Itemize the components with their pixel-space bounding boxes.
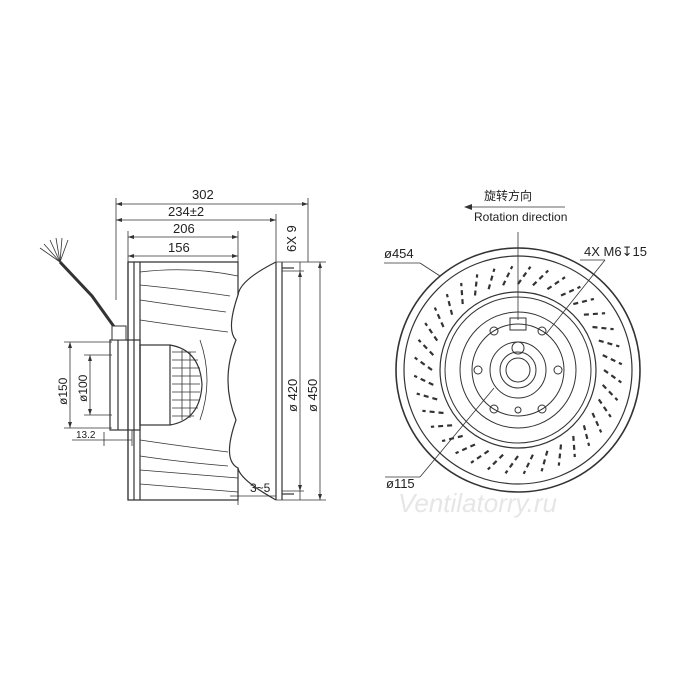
dim-13-2: 13.2 xyxy=(76,430,96,441)
blade-dash xyxy=(445,293,454,315)
blade-lines xyxy=(139,269,239,493)
blade-dash xyxy=(470,449,490,464)
dim-450: ø 450 xyxy=(305,379,320,412)
blade-dash xyxy=(572,435,576,458)
rotation-label-cn: 旋转方向 xyxy=(484,188,532,203)
blade-dash xyxy=(540,450,549,472)
blade-dash xyxy=(583,312,606,316)
blade-dash xyxy=(417,339,435,356)
blade-dash xyxy=(504,455,519,474)
blade-dash xyxy=(424,322,439,342)
blade-dash xyxy=(522,454,534,475)
gap-dimension xyxy=(230,470,276,505)
blade-dash xyxy=(598,339,620,348)
vertical-dimension-arrows xyxy=(298,262,322,500)
blade-dash xyxy=(413,374,434,386)
blade-dash xyxy=(430,424,453,428)
dim-115: ø115 xyxy=(386,476,415,491)
watermark: Ventilatorry.ru xyxy=(398,488,557,518)
dim-156: 156 xyxy=(168,240,190,255)
impeller-body xyxy=(127,261,239,501)
dim-420: ø 420 xyxy=(285,379,300,412)
mounting-holes xyxy=(473,317,563,414)
blade-dash xyxy=(455,443,476,455)
dim-4x-m6: 4X M6↧15 xyxy=(584,244,647,259)
top-dimension-lines xyxy=(115,198,309,300)
blade-dash xyxy=(487,268,496,290)
dim-100: ø100 xyxy=(76,374,90,402)
dim-3-5: 3~5 xyxy=(250,481,271,495)
left-dimension-lines xyxy=(64,341,133,446)
blade-dash xyxy=(546,276,566,291)
blade-dash xyxy=(602,354,623,366)
side-view: 302 234±2 206 156 6X 9 ø 420 ø 450 xyxy=(39,187,326,505)
blade-dash xyxy=(560,285,581,297)
vertical-dimension-lines xyxy=(276,261,326,501)
blade-dash xyxy=(582,425,591,447)
top-dimension-arrows xyxy=(116,202,308,258)
dim-454: ø454 xyxy=(384,246,414,261)
rotation-label-en: Rotation direction xyxy=(474,210,567,224)
dim-206: 206 xyxy=(173,221,195,236)
blade-dash xyxy=(592,325,614,331)
blade-dash xyxy=(517,266,532,285)
rotation-arrow xyxy=(464,204,565,210)
blade-dash xyxy=(502,265,514,286)
power-cable xyxy=(39,237,127,341)
blade-dash xyxy=(557,444,563,466)
blade-dash xyxy=(473,274,479,296)
blade-dash xyxy=(416,392,438,401)
blade-dash xyxy=(603,369,622,384)
dim-302: 302 xyxy=(192,187,214,202)
front-view: 旋转方向 Rotation direction xyxy=(384,188,647,493)
blade-dash xyxy=(414,356,433,371)
dim-6x9: 6X 9 xyxy=(284,225,299,252)
dim-150: ø150 xyxy=(56,377,70,405)
blade-dash xyxy=(597,398,612,418)
motor-fins xyxy=(172,350,200,420)
blade-dash xyxy=(422,409,444,415)
leader-lines xyxy=(384,232,606,478)
dim-234: 234±2 xyxy=(168,204,204,219)
inlet-ring xyxy=(237,261,294,501)
blade-dash xyxy=(532,269,549,287)
blade-dash xyxy=(573,297,595,306)
motor-hub xyxy=(109,339,203,431)
left-dimension-arrows xyxy=(68,342,92,428)
blade-dash xyxy=(487,453,504,471)
blade-dash xyxy=(591,412,603,433)
blade-dash xyxy=(460,282,464,305)
blade-dash xyxy=(433,307,445,328)
blade-dash xyxy=(601,384,619,401)
